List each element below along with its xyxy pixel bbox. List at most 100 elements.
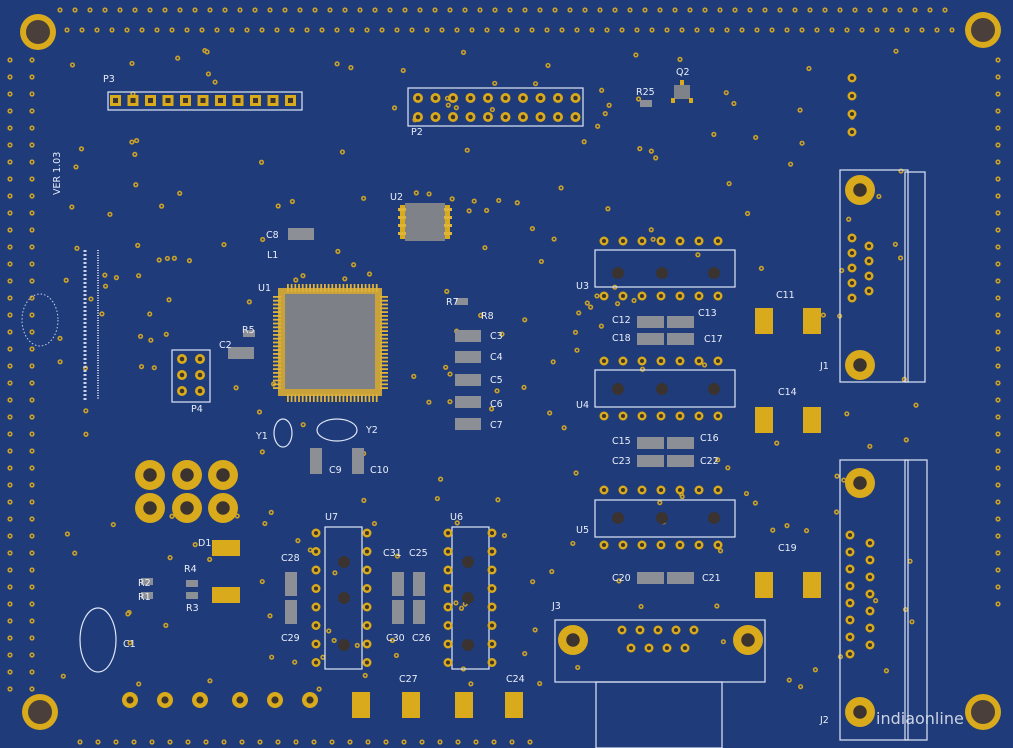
drill [658, 413, 664, 419]
via-drill [629, 9, 631, 11]
label-c31: C31 [383, 548, 402, 559]
via-drill [539, 9, 541, 11]
qfp-pin [312, 394, 315, 402]
qfp-pin [312, 284, 315, 292]
via-drill [674, 9, 676, 11]
via-drill [299, 9, 301, 11]
via-drill [261, 580, 264, 583]
qfp-pin [273, 303, 281, 306]
drill [196, 696, 204, 704]
drill [658, 358, 664, 364]
label-c11: C11 [776, 290, 795, 301]
socket-hole [612, 267, 624, 279]
via-drill [997, 263, 999, 265]
label-c26: C26 [412, 633, 431, 644]
drill [847, 549, 853, 555]
via-drill [31, 654, 33, 656]
via-drill [126, 612, 129, 615]
via-drill [599, 9, 601, 11]
drill [620, 487, 626, 493]
via-drill [333, 639, 336, 642]
smd-pad [755, 572, 773, 598]
via-drill [586, 302, 589, 305]
via-drill [165, 333, 168, 336]
label-c20: C20 [612, 573, 631, 584]
via-drill [909, 560, 912, 563]
via-drill [703, 363, 706, 366]
via-drill [509, 9, 511, 11]
via-drill [224, 9, 226, 11]
smd-capacitor [637, 455, 664, 467]
via-drill [538, 682, 541, 685]
label-c13: C13 [698, 308, 717, 319]
via-drill [846, 29, 848, 31]
drill [628, 645, 634, 651]
via-drill [745, 492, 748, 495]
qfp-pin [273, 337, 281, 340]
via-drill [9, 450, 11, 452]
drill [673, 627, 679, 633]
via-drill [876, 29, 878, 31]
smd-capacitor [141, 578, 153, 585]
via-drill [490, 407, 493, 410]
qfp-pin [301, 284, 304, 292]
qfp-pin [372, 394, 374, 402]
via-drill [575, 349, 578, 352]
via-drill [439, 478, 442, 481]
via-drill [921, 29, 923, 31]
smd-capacitor [640, 100, 652, 107]
via-drill [634, 53, 637, 56]
via-drill [997, 433, 999, 435]
qfp-pin [357, 394, 360, 402]
smd-capacitor [637, 437, 664, 449]
via-drill [329, 9, 331, 11]
diode-d1-pad [212, 540, 240, 556]
qfp-pin [346, 284, 348, 292]
drill [313, 549, 319, 554]
label-u6: U6 [450, 512, 463, 523]
drill [433, 95, 438, 101]
via-drill [291, 29, 293, 31]
via-drill [65, 279, 68, 282]
via-drill [291, 200, 294, 203]
qfp-pin [316, 284, 319, 292]
via-drill [108, 213, 111, 216]
via-drill [139, 335, 142, 338]
drill [696, 487, 702, 493]
via-drill [31, 246, 33, 248]
via-drill [412, 375, 415, 378]
drill [485, 95, 491, 101]
via-drill [31, 688, 33, 690]
drill [445, 586, 451, 591]
drill [364, 641, 370, 647]
via-drill [9, 195, 11, 197]
via-drill [402, 69, 405, 72]
via-drill [997, 212, 999, 214]
smd-capacitor [352, 448, 364, 474]
via-drill [468, 209, 471, 212]
via-drill [31, 195, 33, 197]
drill [849, 235, 855, 241]
drill [696, 413, 702, 419]
qfp-pin [380, 345, 388, 348]
drill [271, 696, 279, 704]
via-drill [845, 412, 848, 415]
smd-pad [755, 407, 773, 433]
version-label: VER 1.03 [52, 152, 63, 195]
via-drill [9, 263, 11, 265]
drill [468, 114, 473, 120]
via-drill [719, 549, 722, 552]
via-drill [223, 741, 225, 743]
qfp-pin [273, 334, 281, 336]
via-drill [362, 197, 365, 200]
qfp-pin [273, 372, 281, 374]
header-p3 [107, 91, 303, 111]
via-drill [617, 579, 620, 582]
via-drill [208, 558, 211, 561]
qfp-pin [353, 284, 356, 292]
pin-drill [288, 98, 293, 103]
qfp-pin [380, 337, 388, 340]
via-drill [156, 29, 158, 31]
via-drill [31, 671, 33, 673]
